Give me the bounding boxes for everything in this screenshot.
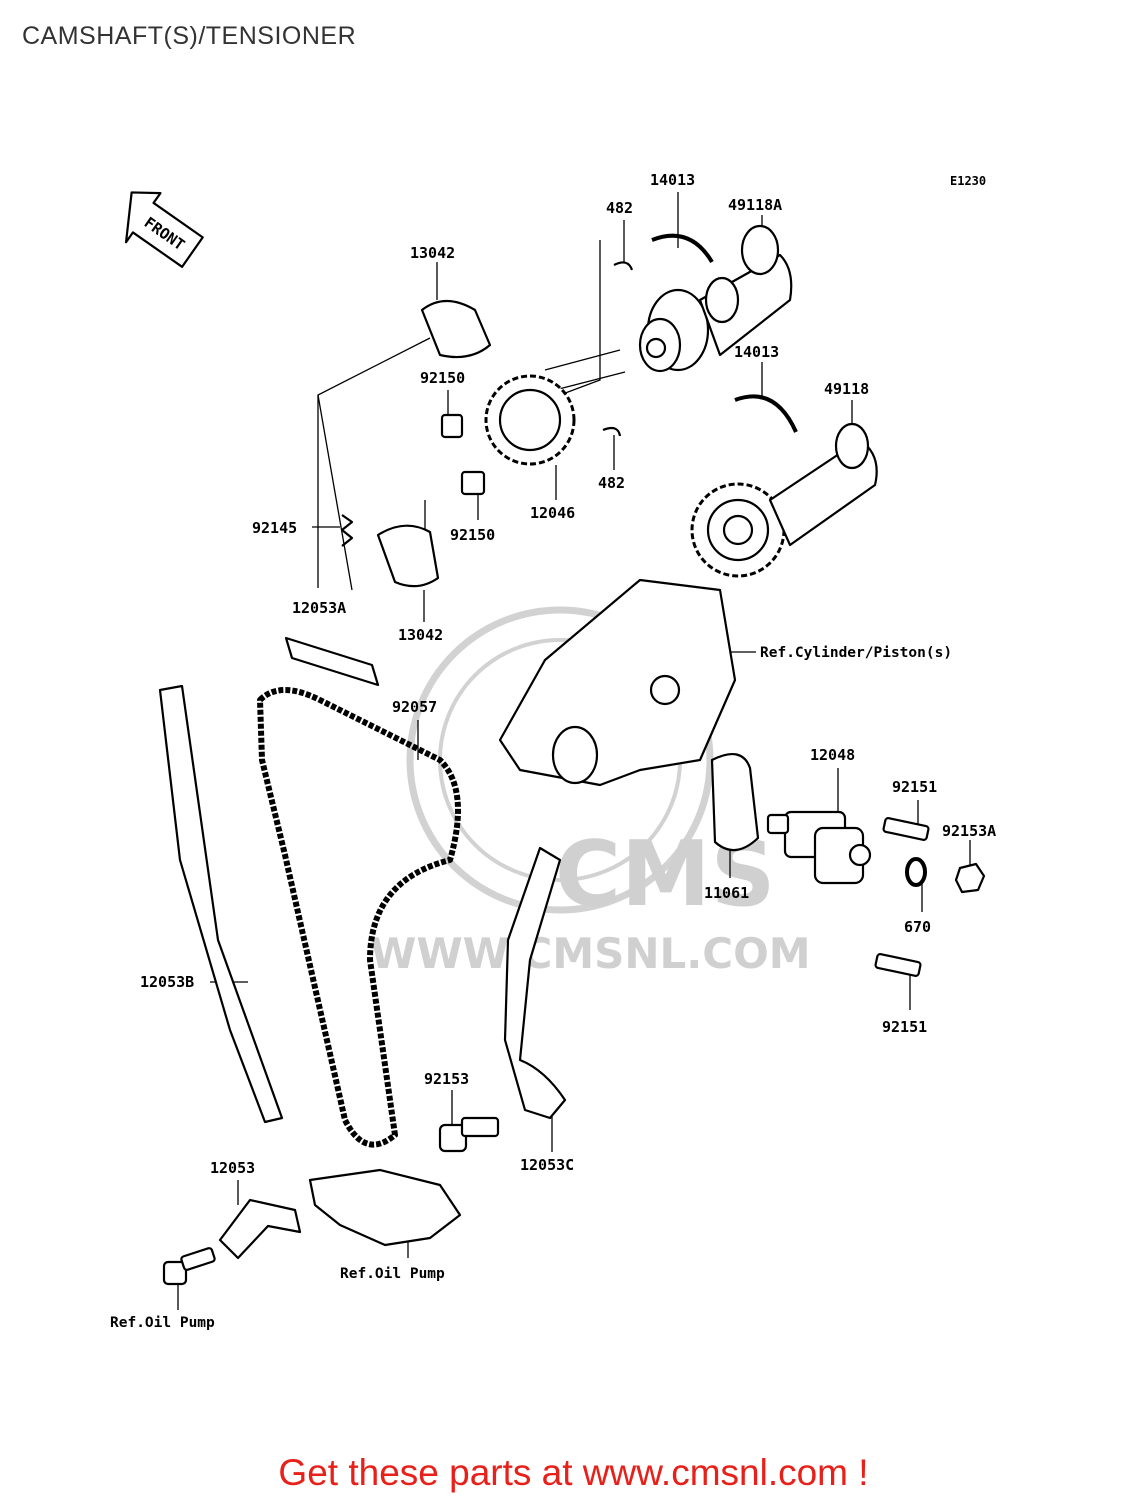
footer-link[interactable]: Get these parts at www.cmsnl.com ! [278, 1452, 869, 1493]
label-92057: 92057 [392, 698, 437, 716]
diagram-code: E1230 [950, 174, 986, 188]
part-14013-top [651, 233, 714, 264]
label-12053C: 12053C [520, 1156, 574, 1174]
label-13042-bot: 13042 [398, 626, 443, 644]
part-49118 [690, 422, 878, 578]
part-482-top [613, 261, 634, 271]
part-92151-bot [874, 953, 922, 977]
label-11061: 11061 [704, 884, 749, 902]
label-49118: 49118 [824, 380, 869, 398]
part-cylinder-head [498, 578, 737, 787]
part-11061 [710, 752, 760, 852]
page-title: CAMSHAFT(S)/TENSIONER [22, 22, 357, 50]
parts-diagram: CMS WWW.CMSNL.COM FRONT E1230 [110, 171, 996, 1331]
part-12053B [158, 684, 284, 1124]
part-92150-bot [460, 470, 486, 496]
part-ref-oil-pump-bolt [162, 1247, 216, 1286]
label-92150-bot: 92150 [450, 526, 495, 544]
label-12046: 12046 [530, 504, 575, 522]
label-12048: 12048 [810, 746, 855, 764]
label-482-bot: 482 [598, 474, 625, 492]
part-12053A [284, 636, 380, 687]
label-ref-oil-pump-2: Ref.Oil Pump [110, 1315, 215, 1331]
watermark-url: WWW.CMSNL.COM [370, 929, 811, 978]
part-12053C [503, 846, 567, 1120]
label-92151-top: 92151 [892, 778, 937, 796]
part-49118A [638, 224, 793, 373]
label-670: 670 [904, 918, 931, 936]
label-92151-bot: 92151 [882, 1018, 927, 1036]
part-482-bot [602, 426, 622, 437]
label-92153A: 92153A [942, 822, 996, 840]
part-13042-top [420, 299, 492, 359]
label-12053B: 12053B [140, 973, 194, 991]
part-670 [905, 857, 927, 887]
label-ref-oil-pump-1: Ref.Oil Pump [340, 1266, 445, 1282]
part-92057 [257, 687, 461, 1148]
label-14013-top: 14013 [650, 171, 695, 189]
part-13042-bot [376, 524, 440, 588]
part-92150-top [440, 413, 464, 439]
label-49118A: 49118A [728, 196, 782, 214]
part-12053 [218, 1198, 302, 1260]
part-92145 [340, 514, 354, 547]
parts [158, 224, 986, 1286]
leader-lines [177, 192, 971, 1310]
part-92153A [954, 862, 986, 894]
part-oil-pump [308, 1168, 462, 1247]
front-arrow: FRONT [124, 191, 204, 268]
label-14013-mid: 14013 [734, 343, 779, 361]
watermark: CMS WWW.CMSNL.COM [370, 606, 811, 978]
label-12053: 12053 [210, 1159, 255, 1177]
part-92153 [438, 1116, 500, 1153]
label-13042-top: 13042 [410, 244, 455, 262]
part-14013-mid [734, 394, 798, 433]
label-482-top: 482 [606, 199, 633, 217]
label-ref-cylinder: Ref.Cylinder/Piston(s) [760, 645, 952, 661]
label-92153: 92153 [424, 1070, 469, 1088]
label-12053A: 12053A [292, 599, 346, 617]
part-92151-top [882, 817, 930, 841]
label-92150-top: 92150 [420, 369, 465, 387]
label-92145: 92145 [252, 519, 297, 537]
part-12048 [766, 810, 872, 885]
